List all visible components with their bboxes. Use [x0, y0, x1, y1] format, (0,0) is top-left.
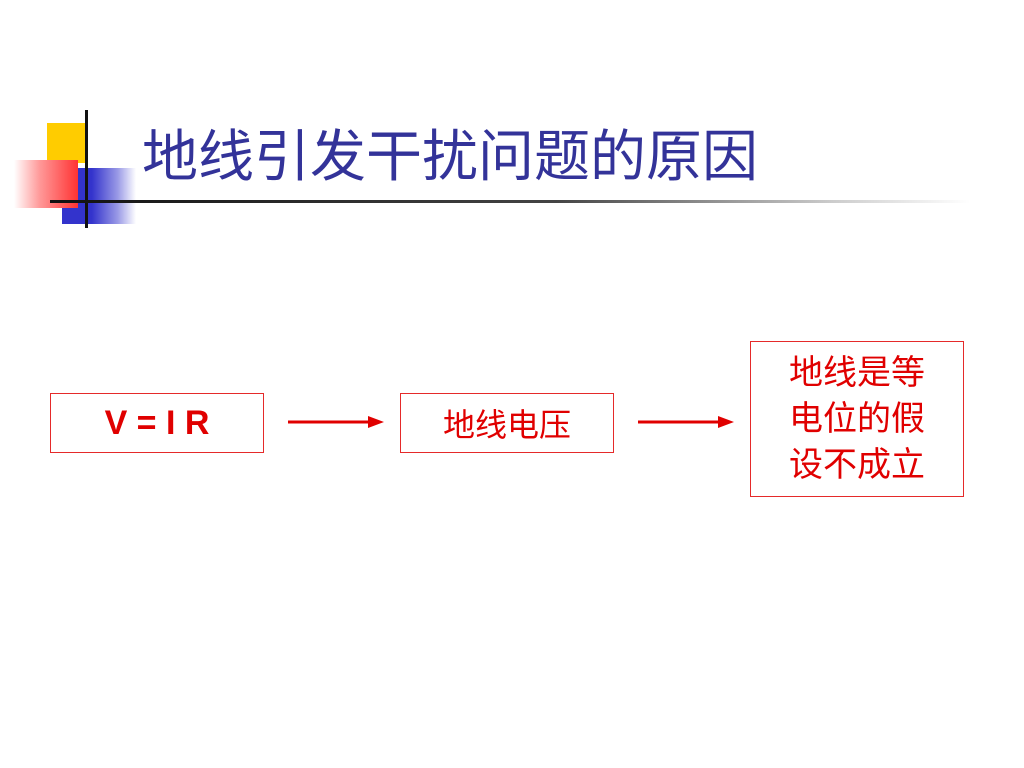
- title-decoration-vertical-rule: [85, 110, 88, 228]
- title-underline-rule: [50, 200, 970, 203]
- flow-step-ground-voltage: 地线电压: [400, 393, 614, 453]
- flow-step-conclusion: 地线是等电位的假设不成立: [750, 341, 964, 497]
- flow-step-formula: V = I R: [50, 393, 264, 453]
- flow-step-conclusion-label: 地线是等电位的假设不成立: [789, 353, 925, 485]
- title-decoration-yellow-square: [47, 123, 87, 163]
- flow-step-formula-label: V = I R: [104, 403, 210, 442]
- flow-step-ground-voltage-label: 地线电压: [442, 406, 571, 444]
- slide-title: 地线引发干扰问题的原因: [142, 125, 758, 190]
- right-arrow-icon: [638, 416, 734, 428]
- right-arrow-icon: [288, 416, 384, 428]
